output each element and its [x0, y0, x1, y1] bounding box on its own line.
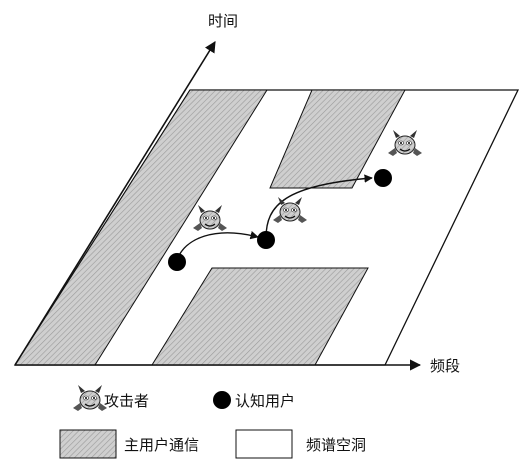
legend-primary-user-label: 主用户通信 — [124, 436, 199, 454]
legend-cognitive-user-icon — [213, 391, 231, 409]
legend-spectrum-hole-label: 频谱空洞 — [306, 436, 366, 454]
trajectory-arrow-2 — [265, 174, 373, 239]
legend-spectrum-hole-swatch — [235, 429, 293, 459]
cognitive-user-3 — [374, 169, 392, 187]
frequency-axis-label: 频段 — [430, 357, 460, 375]
primary-user-band-top — [269, 89, 406, 189]
legend-attacker-icon — [72, 384, 108, 412]
time-axis — [14, 41, 216, 366]
cognitive-user-1 — [168, 253, 186, 271]
cognitive-user-2 — [257, 231, 275, 249]
legend-primary-user-swatch — [59, 429, 117, 459]
trajectory-arrow-1 — [176, 231, 259, 261]
time-axis-label: 时间 — [208, 12, 238, 30]
legend-cognitive-user-label: 认知用户 — [235, 392, 295, 410]
legend-attacker-label: 攻击者 — [104, 392, 149, 410]
